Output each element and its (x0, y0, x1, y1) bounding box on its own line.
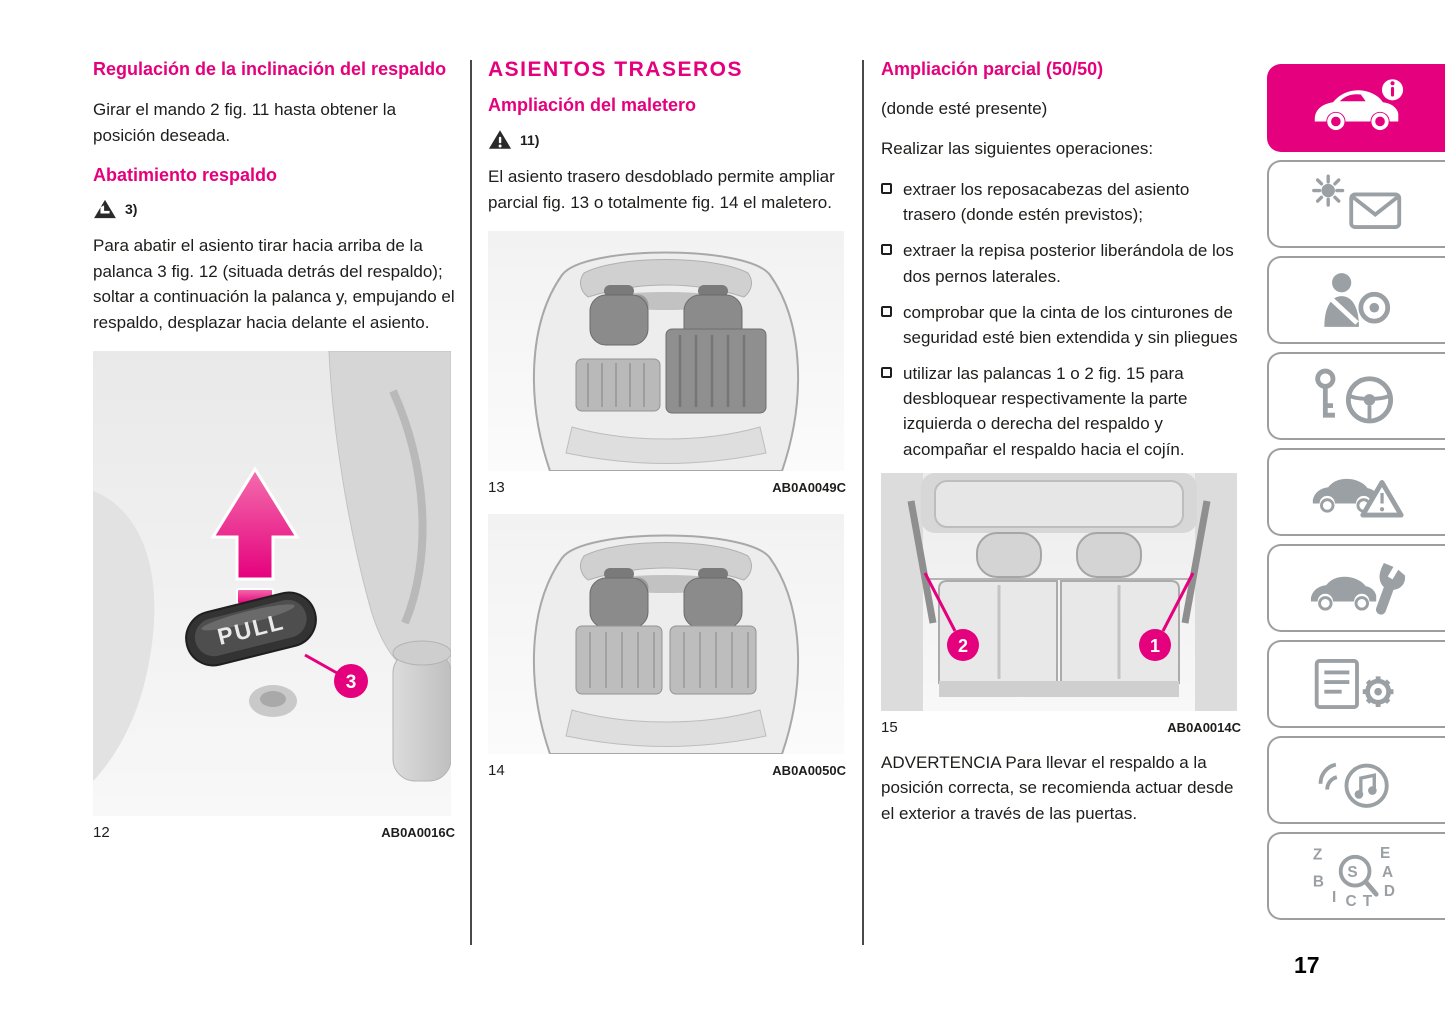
figure-15-code: AB0A0014C (1167, 719, 1241, 735)
heading-backrest-inclination: Regulación de la inclinación del respald… (93, 59, 447, 79)
heading-rear-seats: ASIENTOS TRASEROS (488, 58, 743, 81)
sidebar-tab-warning-lights[interactable] (1267, 160, 1445, 248)
figure-15-number: 15 (881, 718, 898, 736)
square-bullet-icon (881, 305, 892, 317)
figure-12-number: 12 (93, 824, 110, 842)
list-item-text: extraer la repisa posterior liberándola … (903, 241, 1234, 286)
index-letter: I (1332, 889, 1336, 906)
figure-14-code: AB0A0050C (772, 763, 846, 779)
technical-data-icon (1314, 659, 1394, 709)
figure-15-caption: 15 AB0A0014C (881, 719, 1241, 736)
callout-2-number: 2 (958, 636, 968, 656)
subnote-where-present: (donde esté presente) (881, 99, 1048, 119)
column-left: Regulación de la inclinación del respald… (93, 58, 455, 841)
seat-fold-note-icon (94, 199, 116, 219)
para-advertencia: ADVERTENCIA Para llevar el respaldo a la… (881, 752, 1234, 823)
column-divider-1 (470, 60, 472, 945)
square-bullet-icon (881, 244, 892, 256)
figure-12-code: AB0A0016C (381, 825, 455, 841)
servicing-icon (1310, 563, 1405, 615)
index-letter: C (1345, 893, 1356, 909)
sidebar-tab-multimedia[interactable] (1267, 736, 1445, 824)
sidebar-tab-safety[interactable] (1267, 256, 1445, 344)
warning-reference-row: 11) (488, 129, 846, 150)
car-info-icon (1314, 79, 1404, 131)
callout-3-circle (334, 664, 368, 699)
safety-airbag-icon (1324, 273, 1391, 327)
index-letter: E (1380, 845, 1390, 862)
figure-15: 2 1 15 AB0A0014C (881, 472, 1241, 736)
figure-13-code: AB0A0049C (772, 480, 846, 496)
list-item-text: comprobar que la cinta de los cinturones… (903, 302, 1238, 347)
section-tab-sidebar: Z E S A B D I C T (1267, 64, 1445, 920)
para-backrest-folding: Para abatir el asiento tirar hacia arrib… (93, 236, 455, 332)
figure-14-number: 14 (488, 762, 505, 780)
sidebar-tab-technical-data[interactable] (1267, 640, 1445, 728)
sidebar-tab-servicing[interactable] (1267, 544, 1445, 632)
warning-triangle-icon (488, 130, 512, 149)
para-boot-extension: El asiento trasero desdoblado permite am… (488, 167, 835, 212)
para-backrest-inclination: Girar el mando 2 fig. 11 hasta obtener l… (93, 100, 397, 145)
callout-1-number: 1 (1150, 636, 1160, 656)
warning-number: 11) (520, 131, 540, 148)
column-right: Ampliación parcial (50/50) (donde esté p… (881, 58, 1241, 842)
callout-1-circle (1139, 628, 1171, 661)
sidebar-tab-vehicle-info[interactable] (1267, 64, 1445, 152)
emergency-icon (1312, 478, 1404, 518)
callout-3-number: 3 (346, 672, 357, 693)
figure-12-caption: 12 AB0A0016C (93, 824, 455, 841)
sidebar-tab-starting-driving[interactable] (1267, 352, 1445, 440)
figure-13: 13 AB0A0049C (488, 231, 846, 496)
figure-15-image-release-levers: 2 1 (881, 472, 1237, 711)
figure-13-image-partial-fold (488, 231, 844, 472)
square-bullet-icon (881, 367, 892, 379)
note-number: 3) (125, 201, 138, 218)
callout-2-circle (947, 628, 979, 661)
column-divider-2 (862, 60, 864, 945)
operations-list: extraer los reposacabezas del asiento tr… (881, 177, 1241, 462)
index-icon: Z E S A B D I C T (1313, 845, 1395, 909)
list-item-text: extraer los reposacabezas del asiento tr… (903, 180, 1190, 225)
heading-boot-extension: Ampliación del maletero (488, 95, 697, 115)
index-letter: T (1363, 893, 1373, 909)
figure-13-caption: 13 AB0A0049C (488, 479, 846, 496)
square-bullet-icon (881, 183, 892, 195)
figure-12-image-pull-lever: PULL 3 (93, 351, 451, 817)
index-letter: Z (1313, 847, 1322, 864)
figure-14-image-full-fold (488, 514, 844, 755)
note-reference-row: 3) (93, 199, 455, 219)
index-letter: S (1347, 864, 1357, 881)
starting-driving-icon (1315, 368, 1393, 424)
column-middle: ASIENTOS TRASEROS Ampliación del maleter… (488, 58, 846, 779)
list-item: utilizar las palancas 1 o 2 fig. 15 para… (881, 361, 1241, 462)
para-operations-intro: Realizar las siguientes operaciones: (881, 138, 1154, 158)
figure-14: 14 AB0A0050C (488, 514, 846, 779)
figure-14-caption: 14 AB0A0050C (488, 762, 846, 779)
heading-partial-extension: Ampliación parcial (50/50) (881, 59, 1104, 79)
sidebar-tab-emergency[interactable] (1267, 448, 1445, 536)
list-item: comprobar que la cinta de los cinturones… (881, 300, 1241, 350)
list-item-text: utilizar las palancas 1 o 2 fig. 15 para… (903, 364, 1188, 459)
index-letter: A (1382, 864, 1393, 881)
index-letter: D (1384, 883, 1395, 900)
sidebar-tab-index[interactable]: Z E S A B D I C T (1267, 832, 1445, 920)
multimedia-icon (1318, 762, 1389, 808)
warning-lights-messages-icon (1312, 174, 1402, 229)
list-item: extraer la repisa posterior liberándola … (881, 238, 1241, 288)
page-number: 17 (1294, 952, 1320, 978)
figure-12: PULL 3 12 AB0A0016C (93, 351, 455, 841)
index-letter: B (1313, 874, 1324, 891)
heading-backrest-folding: Abatimiento respaldo (93, 165, 278, 186)
figure-13-number: 13 (488, 479, 505, 497)
list-item: extraer los reposacabezas del asiento tr… (881, 177, 1241, 227)
